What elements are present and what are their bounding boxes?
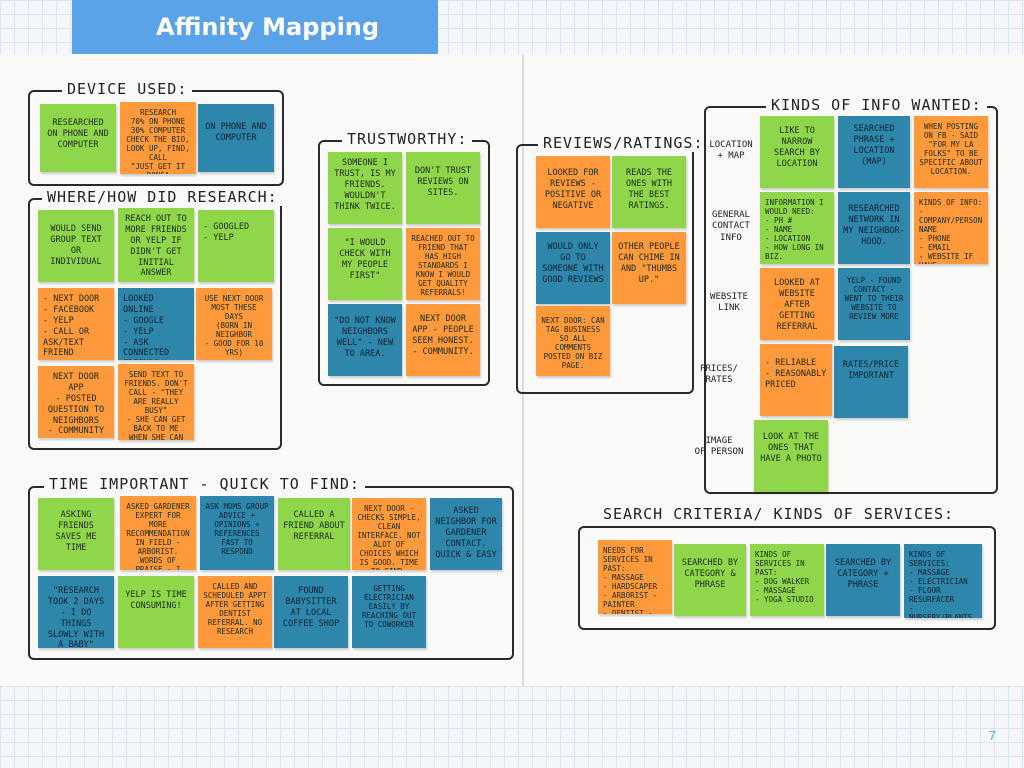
group-title-time-important: TIME IMPORTANT - QUICK TO FIND: xyxy=(44,475,365,493)
sticky-note: RESEARCH 70% ON PHONE 30% COMPUTER CHECK… xyxy=(120,102,196,174)
sticky-note: KINDS OF SERVICES: - MASSAGE - ELECTRICI… xyxy=(904,544,982,618)
sticky-note: SEND TEXT TO FRIENDS. DON'T CALL - "THEY… xyxy=(118,364,194,440)
sticky-note: RESEARCHED NETWORK IN MY NEIGHBOR-HOOD. xyxy=(838,192,910,264)
slide-title: Affinity Mapping xyxy=(72,0,438,54)
sticky-note: KINDS OF INFO: - COMPANY/PERSON NAME - P… xyxy=(914,192,988,264)
sticky-note: LOOK AT THE ONES THAT HAVE A PHOTO xyxy=(754,420,828,492)
sticky-note: REACHED OUT TO FRIEND THAT HAS HIGH STAN… xyxy=(406,228,480,300)
sticky-note: OTHER PEOPLE CAN CHIME IN AND "THUMBS UP… xyxy=(612,232,686,304)
group-title-device-used: DEVICE USED: xyxy=(62,80,193,98)
sticky-note: SEARCHED PHRASE + LOCATION (MAP) xyxy=(838,116,910,188)
sticky-note: NEEDS FOR SERVICES IN PAST: - MASSAGE - … xyxy=(598,540,672,614)
sticky-note: - GOOGLED - YELP xyxy=(198,210,274,282)
sticky-note: ASKING FRIENDS SAVES ME TIME xyxy=(38,498,114,570)
group-title-search-criteria: SEARCH CRITERIA/ KINDS OF SERVICES: xyxy=(598,505,960,523)
sticky-note: NEXT DOOR: CAN TAG BUSINESS SO ALL COMME… xyxy=(536,306,610,376)
sticky-note: REACH OUT TO MORE FRIENDS OR YELP IF DID… xyxy=(118,208,194,282)
sticky-note: CALLED AND SCHEDULED APPT AFTER GETTING … xyxy=(198,576,272,648)
sticky-note: NEXT DOOR APP - PEOPLE SEEM HONEST. - CO… xyxy=(406,304,480,376)
sticky-note: - NEXT DOOR - FACEBOOK - YELP - CALL OR … xyxy=(38,288,114,360)
sticky-note: NEXT DOOR - CHECKS SIMPLE, CLEAN INTERFA… xyxy=(352,498,426,570)
row-label-website-link: WEBSITE LINK xyxy=(710,292,748,314)
group-title-reviews-ratings: REVIEWS/RATINGS: xyxy=(538,134,709,152)
sticky-note: - RELIABLE - REASONABLY PRICED xyxy=(760,344,832,416)
sticky-note: WHEN POSTING ON FB - SAID "FOR MY LA FOL… xyxy=(914,116,988,188)
sticky-note: KINDS OF SERVICES IN PAST: - DOG WALKER … xyxy=(750,544,824,616)
sticky-note: INFORMATION I WOULD NEED: - PH # - NAME … xyxy=(760,192,834,264)
group-title-trustworthy: TRUSTWORTHY: xyxy=(342,130,473,148)
sticky-note: DON'T TRUST REVIEWS ON SITES. xyxy=(406,152,480,224)
sticky-note: LOOKED FOR REVIEWS - POSITIVE OR NEGATIV… xyxy=(536,156,610,228)
sticky-note: LOOKED AT WEBSITE AFTER GETTING REFERRAL xyxy=(760,268,834,340)
sticky-note: FOUND BABYSITTER AT LOCAL COFFEE SHOP xyxy=(274,576,348,648)
sticky-note: SOMEONE I TRUST, IS MY FRIENDS. WOULDN'T… xyxy=(328,152,402,224)
sticky-note: GETTING ELECTRICIAN EASILY BY REACHING O… xyxy=(352,576,426,648)
sticky-note: READS THE ONES WITH THE BEST RATINGS. xyxy=(612,156,686,228)
sticky-note: SEARCHED BY CATEGORY & PHRASE xyxy=(674,544,746,616)
sticky-note: ASK MOMS GROUP ADVICE + OPINIONS + REFER… xyxy=(200,496,274,570)
row-label-prices-rates: PRICES/ RATES xyxy=(700,364,738,386)
group-title-where-how-research: WHERE/HOW DID RESEARCH: xyxy=(42,188,283,206)
sticky-note: NEXT DOOR APP - POSTED QUESTION TO NEIGH… xyxy=(38,366,114,438)
sticky-note: WOULD SEND GROUP TEXT OR INDIVIDUAL xyxy=(38,210,114,282)
sticky-note: CALLED A FRIEND ABOUT REFERRAL xyxy=(278,498,350,570)
sticky-note: SEARCHED BY CATEGORY + PHRASE xyxy=(826,544,900,616)
sticky-note: WOULD ONLY GO TO SOMEONE WITH GOOD REVIE… xyxy=(536,232,610,304)
sticky-note: YELP IS TIME CONSUMING! xyxy=(118,576,194,648)
row-label-location: LOCATION + MAP xyxy=(709,140,753,162)
sticky-note: ASKED NEIGHBOR FOR GARDENER CONTACT. QUI… xyxy=(430,498,502,570)
sticky-note: ON PHONE AND COMPUTER xyxy=(198,104,274,172)
sticky-note: USE NEXT DOOR MOST THESE DAYS (BORN IN N… xyxy=(196,288,272,360)
row-label-image-of-person: IMAGE OF PERSON xyxy=(694,436,744,458)
sticky-note: YELP - FOUND CONTACT - WENT TO THEIR WEB… xyxy=(838,268,910,340)
sticky-note: ASKED GARDENER EXPERT FOR MORE RECOMMEND… xyxy=(120,496,196,570)
sticky-note: "RESEARCH TOOK 2 DAYS - I DO THINGS SLOW… xyxy=(38,576,114,648)
page-number: 7 xyxy=(988,728,996,743)
group-search-criteria xyxy=(578,526,996,630)
sticky-note: RESEARCHED ON PHONE AND COMPUTER xyxy=(40,104,116,172)
row-label-general-contact: GENERAL CONTACT INFO xyxy=(712,210,750,243)
sticky-note: LOOKED ONLINE - GOOGLE - YELP - ASK CONN… xyxy=(118,288,194,360)
sticky-note: "DO NOT KNOW NEIGHBORS WELL" - NEW TO AR… xyxy=(328,304,402,376)
group-title-kinds-of-info: KINDS OF INFO WANTED: xyxy=(766,96,987,114)
sticky-note: RATES/PRICE IMPORTANT xyxy=(834,346,908,418)
poster-seam xyxy=(522,54,524,686)
sticky-note: LIKE TO NARROW SEARCH BY LOCATION xyxy=(760,116,834,188)
sticky-note: "I WOULD CHECK WITH MY PEOPLE FIRST" xyxy=(328,228,402,300)
